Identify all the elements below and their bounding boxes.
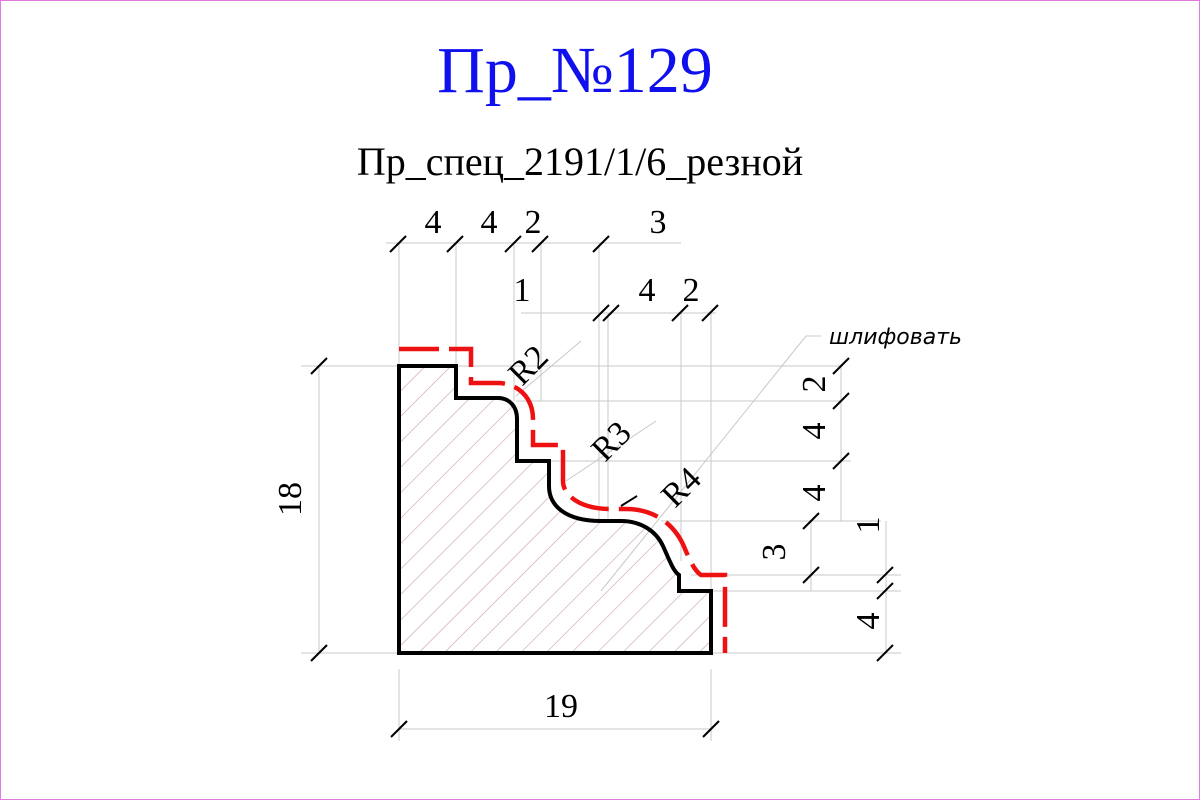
- dim-right-4c: 4: [850, 613, 887, 630]
- dim-top-1: 4: [425, 204, 442, 241]
- dimension-ticks: [310, 235, 894, 738]
- dim-right-3: 3: [756, 544, 793, 561]
- dim-right-4b: 4: [796, 485, 833, 502]
- dim-right-2: 2: [796, 376, 833, 393]
- profile-section: [397, 364, 713, 655]
- dim-top-4: 3: [650, 204, 667, 241]
- radius-r4: R4: [654, 460, 708, 514]
- dim-top-3: 2: [525, 204, 542, 241]
- dim-height: 18: [272, 482, 309, 516]
- drawing-title: Пр_№129: [437, 34, 713, 107]
- extension-lines: [301, 242, 901, 741]
- sanding-line: [399, 346, 728, 653]
- dim-second-3: 2: [683, 272, 700, 309]
- dim-second-2: 4: [639, 272, 656, 309]
- sanding-note: шлифовать: [829, 325, 962, 350]
- dim-width: 19: [544, 688, 578, 725]
- dim-top-2: 4: [481, 204, 498, 241]
- dim-second-1: 1: [514, 272, 531, 309]
- dim-right-1: 1: [850, 517, 887, 534]
- drawing-subtitle: Пр_спец_2191/1/6_резной: [356, 139, 804, 184]
- radius-r2: R2: [501, 338, 555, 392]
- dim-right-4a: 4: [796, 423, 833, 440]
